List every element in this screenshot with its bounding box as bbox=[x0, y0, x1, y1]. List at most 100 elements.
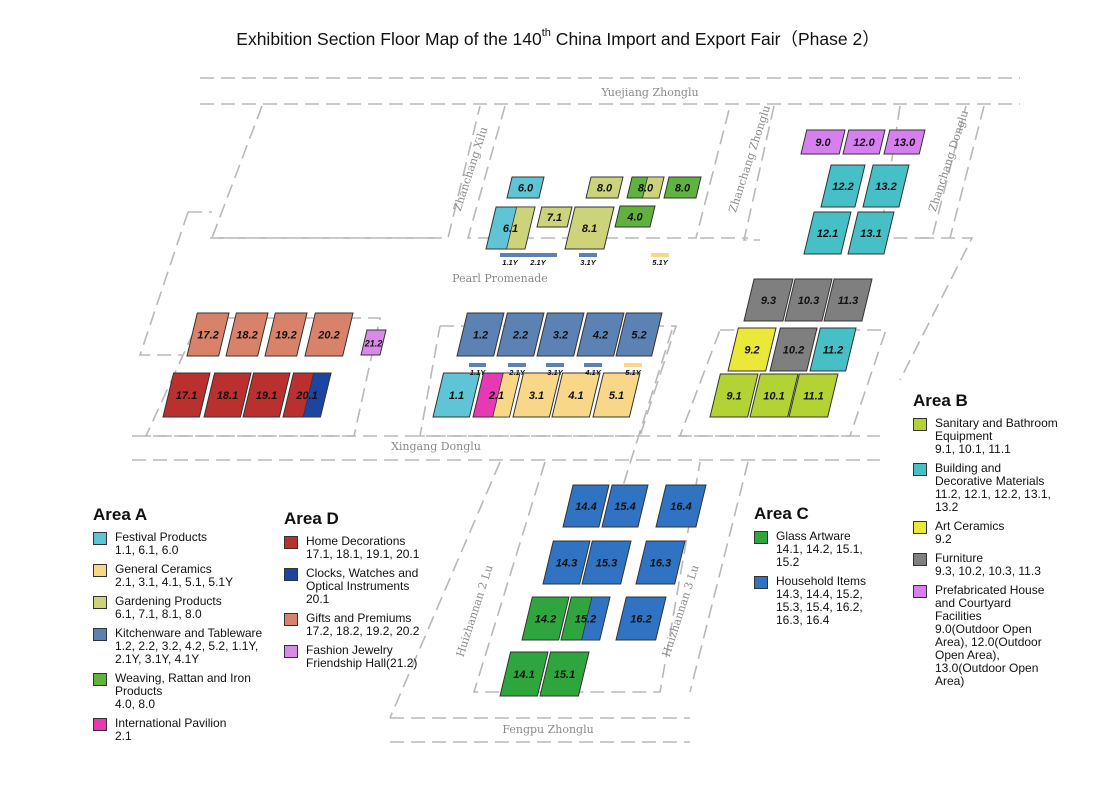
hall-10-2[interactable]: 10.2 bbox=[769, 327, 818, 372]
hall-shape bbox=[186, 312, 230, 357]
hall-label: 20.1 bbox=[295, 390, 317, 402]
mezzanine-5-1Y[interactable]: 5.1Y bbox=[651, 253, 669, 267]
hall-12-0[interactable]: 12.0 bbox=[842, 129, 886, 155]
hall-9-2[interactable]: 9.2 bbox=[727, 327, 777, 372]
hall-1-1[interactable]: 1.1 bbox=[432, 372, 481, 418]
hall-label: 19.2 bbox=[275, 330, 296, 342]
hall-13-0[interactable]: 13.0 bbox=[883, 129, 926, 155]
hall-shape bbox=[842, 129, 886, 155]
mezzanine-shape bbox=[584, 363, 602, 367]
hall-label: 10.2 bbox=[783, 345, 804, 357]
legend-swatch bbox=[754, 576, 768, 589]
hall-18-2[interactable]: 18.2 bbox=[225, 312, 269, 357]
hall-11-2[interactable]: 11.2 bbox=[809, 327, 857, 372]
mezzanine-2-1Y[interactable]: 2.1Y bbox=[519, 253, 557, 267]
legend-halls: 2.1, 3.1, 4.1, 5.1, 5.1Y bbox=[115, 575, 234, 589]
hall-4-0[interactable]: 4.0 bbox=[614, 205, 656, 228]
mezzanine-1-1Y[interactable]: 1.1Y bbox=[500, 253, 520, 267]
hall-label: 10.3 bbox=[798, 295, 819, 307]
hall-shape bbox=[800, 129, 846, 155]
hall-4-1[interactable]: 4.1 bbox=[551, 372, 601, 418]
mezzanine-3-1Y[interactable]: 3.1Y bbox=[546, 363, 564, 377]
hall-8-0[interactable]: 8.0 bbox=[585, 176, 624, 199]
hall-15-1[interactable]: 15.1 bbox=[539, 651, 590, 697]
hall-shape bbox=[242, 372, 291, 418]
hall-21-2[interactable]: 21.2 bbox=[360, 329, 387, 356]
hall-17-1[interactable]: 17.1 bbox=[162, 372, 211, 418]
hall-1-2[interactable]: 1.2 bbox=[456, 312, 505, 357]
hall-shape bbox=[615, 312, 663, 357]
hall-2-1[interactable]: 2.1 bbox=[472, 372, 521, 418]
hall-label: 12.2 bbox=[832, 181, 853, 193]
hall-2-2[interactable]: 2.2 bbox=[496, 312, 545, 357]
hall-3-1[interactable]: 3.1 bbox=[512, 372, 561, 418]
mezzanine-3-1Y[interactable]: 3.1Y bbox=[579, 253, 597, 267]
hall-8-1[interactable]: 8.1 bbox=[564, 206, 615, 250]
hall-6-0[interactable]: 6.0 bbox=[506, 176, 545, 199]
hall-label: 20.2 bbox=[317, 330, 339, 342]
mezzanine-shape bbox=[579, 253, 597, 257]
hall-label: 9.1 bbox=[726, 391, 741, 403]
hall-14-4[interactable]: 14.4 bbox=[562, 484, 610, 528]
hall-15-4[interactable]: 15.4 bbox=[601, 484, 649, 528]
hall-shape bbox=[709, 373, 759, 418]
hall-11-1[interactable]: 11.1 bbox=[788, 373, 839, 418]
hall-8-0[interactable]: 8.0 bbox=[626, 176, 665, 199]
mezzanine-label: 5.1Y bbox=[625, 368, 641, 377]
hall-9-1[interactable]: 9.1 bbox=[709, 373, 759, 418]
hall-17-2[interactable]: 17.2 bbox=[186, 312, 230, 357]
hall-shape-secondary bbox=[581, 596, 611, 641]
hall-14-2[interactable]: 14.2 bbox=[521, 596, 570, 641]
mezzanine-shape bbox=[469, 363, 486, 367]
hall-19-2[interactable]: 19.2 bbox=[264, 312, 308, 357]
hall-shape bbox=[304, 312, 354, 357]
hall-label: 8.0 bbox=[597, 183, 613, 195]
hall-15-3[interactable]: 15.3 bbox=[581, 540, 632, 585]
hall-9-0[interactable]: 9.0 bbox=[800, 129, 846, 155]
hall-14-1[interactable]: 14.1 bbox=[499, 651, 549, 697]
hall-shape bbox=[820, 164, 866, 208]
mezzanine-shape bbox=[624, 363, 642, 367]
hall-3-2[interactable]: 3.2 bbox=[536, 312, 585, 357]
legend-label: General Ceramics bbox=[115, 562, 212, 576]
title-main: Exhibition Section Floor Map of the 140 bbox=[236, 29, 542, 49]
hall-13-1[interactable]: 13.1 bbox=[847, 211, 895, 255]
hall-14-3[interactable]: 14.3 bbox=[542, 540, 591, 585]
mezzanine-5-1Y[interactable]: 5.1Y bbox=[624, 363, 642, 377]
hall-15-2[interactable]: 15.2 bbox=[560, 596, 611, 641]
hall-6-1[interactable]: 6.1 bbox=[485, 206, 536, 250]
mezzanine-1-1Y[interactable]: 1.1Y bbox=[469, 363, 486, 377]
hall-20-1[interactable]: 20.1 bbox=[282, 372, 332, 418]
mezzanine-shape bbox=[508, 363, 526, 367]
hall-16-2[interactable]: 16.2 bbox=[615, 596, 667, 641]
hall-19-1[interactable]: 19.1 bbox=[242, 372, 291, 418]
mezzanine-2-1Y[interactable]: 2.1Y bbox=[508, 363, 526, 377]
legend-label: Prefabricated House and Courtyard Facili… bbox=[935, 583, 1045, 623]
hall-18-1[interactable]: 18.1 bbox=[203, 372, 252, 418]
hall-16-4[interactable]: 16.4 bbox=[655, 484, 707, 528]
hall-9-3[interactable]: 9.3 bbox=[743, 278, 794, 322]
hall-8-0[interactable]: 8.0 bbox=[663, 176, 702, 199]
hall-13-2[interactable]: 13.2 bbox=[862, 164, 910, 208]
hall-20-2[interactable]: 20.2 bbox=[304, 312, 354, 357]
hall-12-2[interactable]: 12.2 bbox=[820, 164, 866, 208]
legend-label: Building and Decorative Materials bbox=[935, 461, 1045, 488]
hall-shape bbox=[576, 312, 625, 357]
hall-10-3[interactable]: 10.3 bbox=[784, 278, 833, 322]
title-rest: China Import and Export Fair（Phase 2） bbox=[550, 29, 880, 49]
hall-7-1[interactable]: 7.1 bbox=[536, 206, 573, 228]
hall-12-1[interactable]: 12.1 bbox=[803, 211, 852, 255]
hall-5-1[interactable]: 5.1 bbox=[592, 372, 641, 418]
legend-label: Fashion Jewelry Friendship Hall(21.2) bbox=[306, 643, 418, 670]
hall-shape bbox=[601, 484, 649, 528]
hall-11-3[interactable]: 11.3 bbox=[823, 278, 873, 322]
hall-shape bbox=[847, 211, 895, 255]
hall-label: 11.3 bbox=[838, 295, 859, 307]
hall-10-1[interactable]: 10.1 bbox=[749, 373, 799, 418]
mezzanine-4-1Y[interactable]: 4.1Y bbox=[584, 363, 602, 377]
hall-5-2[interactable]: 5.2 bbox=[615, 312, 663, 357]
hall-16-3[interactable]: 16.3 bbox=[635, 540, 686, 585]
hall-4-2[interactable]: 4.2 bbox=[576, 312, 625, 357]
hall-shape bbox=[784, 278, 833, 322]
